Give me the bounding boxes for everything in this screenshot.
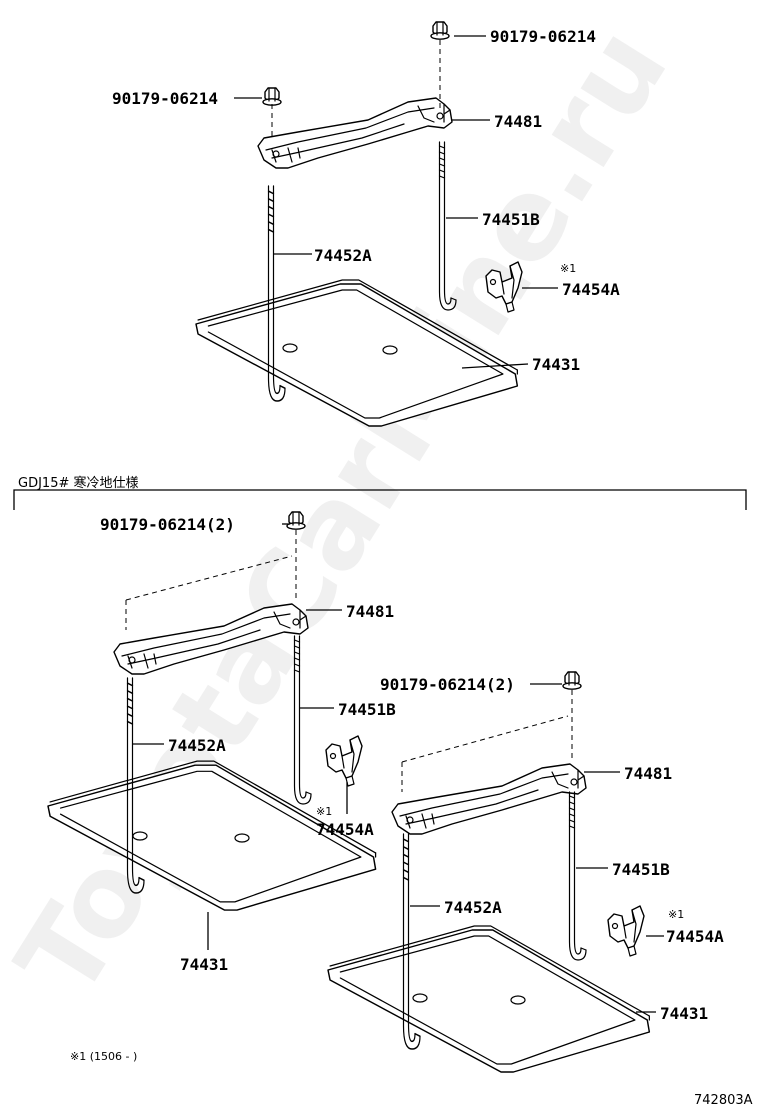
- part-number-nut: 90179-06214(2): [380, 675, 515, 694]
- part-number-nut: 90179-06214: [112, 89, 218, 108]
- part-number-bracket: 74454A: [562, 280, 620, 299]
- part-number-bracket: 74454A: [316, 820, 374, 839]
- right-assembly: 90179-06214(2) 74481 74451B 74452A ※1 74…: [327, 671, 724, 1073]
- battery-clamp: [257, 97, 453, 169]
- tray-hole: [412, 993, 428, 1003]
- section-bracket: [13, 489, 747, 510]
- part-number-bolt-b: 74451B: [482, 210, 540, 229]
- tray-hole: [282, 343, 298, 353]
- tray-hole: [382, 345, 398, 355]
- part-number-nut: 90179-06214: [490, 27, 596, 46]
- figure-code: 742803A: [694, 1093, 753, 1108]
- small-bracket: [325, 735, 363, 787]
- battery-clamp: [391, 763, 587, 835]
- flange-nut: [562, 671, 582, 690]
- note-mark: ※1: [560, 262, 576, 275]
- tray-hole: [510, 995, 526, 1005]
- part-number-bolt-b: 74451B: [338, 700, 396, 719]
- part-number-bolt-a: 74452A: [444, 898, 502, 917]
- part-number-tray: 74431: [660, 1004, 708, 1023]
- note-mark: ※1: [316, 805, 332, 818]
- section-title: GDJ15# 寒冷地仕様: [18, 475, 139, 491]
- small-bracket: [607, 905, 645, 957]
- part-number-tray: 74431: [532, 355, 580, 374]
- part-number-nut: 90179-06214(2): [100, 515, 235, 534]
- part-number-bolt-a: 74452A: [168, 736, 226, 755]
- note-mark: ※1: [668, 908, 684, 921]
- battery-tray: [327, 925, 651, 1073]
- flange-nut: [262, 87, 282, 106]
- flange-nut: [430, 21, 450, 40]
- top-assembly: 90179-06214 90179-06214 74481 74451B 744…: [112, 21, 620, 427]
- footnote: ※1 (1506 - ): [70, 1050, 137, 1063]
- left-assembly: 90179-06214(2) 74481 74451B 74452A ※1 74…: [47, 511, 396, 974]
- part-number-bolt-a: 74452A: [314, 246, 372, 265]
- tray-hole: [234, 833, 250, 843]
- j-bolt-b: [568, 791, 587, 961]
- part-number-tray: 74431: [180, 955, 228, 974]
- part-number-bracket: 74454A: [666, 927, 724, 946]
- part-number-bolt-b: 74451B: [612, 860, 670, 879]
- flange-nut: [286, 511, 306, 530]
- part-number-clamp: 74481: [624, 764, 672, 783]
- part-number-clamp: 74481: [494, 112, 542, 131]
- part-number-clamp: 74481: [346, 602, 394, 621]
